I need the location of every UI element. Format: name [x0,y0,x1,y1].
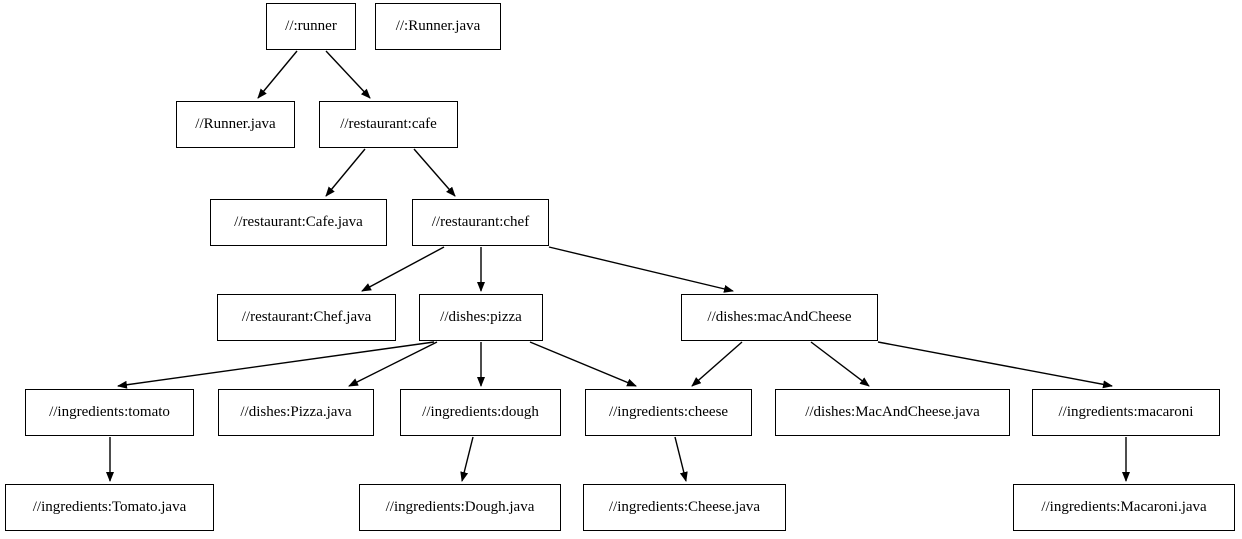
graph-node-label: //ingredients:dough [422,404,539,420]
graph-node-runner[interactable]: //:runner [266,3,356,50]
graph-node-runner_java[interactable]: //Runner.java [176,101,295,148]
graph-edge-macandcheese-to-cheese [691,341,743,387]
graph-node-label: //dishes:macAndCheese [707,309,852,325]
graph-node-label: //ingredients:Macaroni.java [1041,499,1207,515]
graph-node-label: //dishes:MacAndCheese.java [805,404,980,420]
graph-node-label: //restaurant:cafe [340,116,437,132]
graph-edge-macandcheese-to-macaroni [877,341,1113,389]
graph-node-pizza_java[interactable]: //dishes:Pizza.java [218,389,374,436]
graph-node-label: //restaurant:Cafe.java [234,214,363,230]
graph-node-label: //restaurant:Chef.java [241,309,372,325]
graph-node-label: //dishes:Pizza.java [240,404,352,420]
graph-edge-chef-to-chef_java [361,246,445,292]
graph-edge-runner-to-runner_java [257,50,298,99]
graph-node-cafe_java[interactable]: //restaurant:Cafe.java [210,199,387,246]
graph-edge-dough-to-dough_java [460,436,474,482]
graph-node-label: //ingredients:Cheese.java [608,499,761,515]
graph-edge-cheese-to-cheese_java [674,436,688,482]
graph-node-label: //dishes:pizza [440,309,522,325]
graph-node-tomato_java[interactable]: //ingredients:Tomato.java [5,484,214,531]
graph-edge-cafe-to-cafe_java [325,148,366,197]
graph-edge-chef-to-macandcheese [548,246,734,293]
graph-node-dough[interactable]: //ingredients:dough [400,389,561,436]
graph-node-pizza[interactable]: //dishes:pizza [419,294,543,341]
graph-node-label: //Runner.java [195,116,276,132]
graph-node-dough_java[interactable]: //ingredients:Dough.java [359,484,561,531]
graph-node-root_runner_java[interactable]: //:Runner.java [375,3,501,50]
graph-node-macaroni[interactable]: //ingredients:macaroni [1032,389,1220,436]
graph-edge-pizza-to-tomato [117,341,435,389]
graph-edge-pizza-to-pizza_java [348,341,438,387]
graph-edge-cafe-to-chef [413,148,456,197]
graph-node-label: //ingredients:tomato [49,404,170,420]
graph-node-tomato[interactable]: //ingredients:tomato [25,389,194,436]
graph-node-label: //ingredients:Tomato.java [32,499,187,515]
graph-edge-runner-to-cafe [325,50,371,99]
graph-node-cheese[interactable]: //ingredients:cheese [585,389,752,436]
graph-node-label: //ingredients:Dough.java [385,499,535,515]
graph-node-macandcheese[interactable]: //dishes:macAndCheese [681,294,878,341]
graph-node-label: //ingredients:macaroni [1058,404,1194,420]
graph-node-chef[interactable]: //restaurant:chef [412,199,549,246]
graph-node-chef_java[interactable]: //restaurant:Chef.java [217,294,396,341]
graph-edge-macandcheese-to-macandcheese_java [810,341,870,387]
graph-node-label: //:Runner.java [395,18,481,34]
graph-node-label: //:runner [285,18,337,34]
graph-edge-pizza-to-cheese [529,341,637,387]
graph-node-macaroni_java[interactable]: //ingredients:Macaroni.java [1013,484,1235,531]
graph-node-macandcheese_java[interactable]: //dishes:MacAndCheese.java [775,389,1010,436]
graph-node-label: //restaurant:chef [431,214,530,230]
graph-node-label: //ingredients:cheese [608,404,729,420]
graph-node-cafe[interactable]: //restaurant:cafe [319,101,458,148]
graph-node-cheese_java[interactable]: //ingredients:Cheese.java [583,484,786,531]
